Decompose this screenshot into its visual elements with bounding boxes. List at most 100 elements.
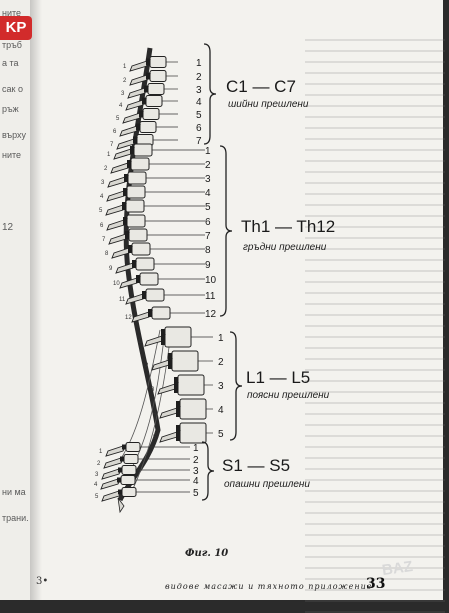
vertebra-number: 2	[205, 160, 211, 171]
vertebra-body	[139, 121, 157, 133]
vertebra-number-left: 7	[102, 237, 106, 243]
left-text-fragment: трани.	[2, 513, 29, 523]
pedicle	[176, 425, 180, 441]
vertebra-number: 7	[205, 231, 211, 242]
left-text-fragment: а та	[2, 58, 19, 68]
vertebra-body	[145, 288, 165, 302]
left-text-fragment: ните	[2, 8, 22, 18]
vertebra-number-left: 3	[101, 180, 105, 186]
vertebra-body	[128, 228, 148, 242]
vertebra-body	[126, 185, 146, 199]
vertebra-number: 5	[193, 488, 199, 499]
running-footer: видове масажи и тяхното приложение	[165, 582, 373, 591]
left-text-fragment: тръб	[2, 40, 22, 50]
pedicle	[142, 97, 146, 105]
pedicle	[133, 136, 137, 144]
vertebra-number-left: 9	[109, 266, 113, 272]
vertebra-body	[142, 108, 160, 120]
vertebra-number-left: 10	[113, 281, 120, 287]
region-braces	[201, 43, 243, 501]
vertebra-number-left: 5	[95, 494, 99, 500]
vertebra-number-left: 3	[121, 91, 125, 97]
cervical-desc-label: шийни прешлени	[228, 99, 309, 110]
thoracic-desc-label: гръдни прешлени	[243, 242, 327, 253]
vertebra-number-left: 2	[123, 78, 127, 84]
sacral-desc-label: опашни прешлени	[224, 479, 310, 490]
vertebra-number-left: 12	[125, 315, 132, 321]
leader-lines	[135, 61, 213, 493]
vertebrae-group	[100, 47, 207, 514]
vertebra-body	[126, 214, 146, 228]
vertebra-number-left: 4	[119, 103, 123, 109]
lumbar-range-label: L1 — L5	[246, 368, 310, 387]
vertebra-body	[120, 475, 136, 485]
vertebra-number: 2	[193, 455, 199, 466]
vertebra-number: 6	[205, 217, 211, 228]
pedicle	[123, 188, 127, 196]
vertebra-body	[135, 257, 155, 271]
pedicle	[132, 260, 136, 268]
vertebra-number: 4	[205, 188, 211, 199]
vertebra-body	[130, 157, 150, 171]
pedicle	[136, 123, 140, 131]
vertebra-body	[133, 143, 153, 157]
left-text-fragment: сак о	[2, 84, 23, 94]
vertebra-number: 9	[205, 260, 211, 271]
vertebra-number: 3	[193, 466, 199, 477]
vertebra-body	[125, 442, 141, 452]
vertebra-body	[177, 374, 205, 396]
vertebra-number-left: 5	[99, 208, 103, 214]
vertebra-number-left: 4	[94, 482, 98, 488]
vertebra-body	[139, 272, 159, 286]
vertebra-number: 8	[205, 245, 211, 256]
pedicle	[122, 444, 126, 450]
figure-caption: Фиг. 10	[185, 548, 229, 559]
vertebra-body	[179, 398, 207, 420]
left-text-fragment: ни ма	[2, 487, 26, 497]
vertebra-number: 4	[193, 476, 199, 487]
vertebra-number: 4	[196, 97, 202, 108]
lumbar-brace	[229, 331, 243, 441]
page-left-mark: 3•	[36, 576, 49, 587]
vertebra-number-left: 7	[110, 142, 114, 148]
vertebra-number: 11	[205, 291, 216, 302]
vertebra-number: 3	[218, 381, 224, 392]
vertebra-number: 1	[193, 443, 199, 454]
vertebra-body	[149, 70, 167, 82]
vertebra-number: 1	[205, 146, 211, 157]
vertebra-body	[127, 171, 147, 185]
vertebra-number: 5	[196, 110, 202, 121]
lumbar-desc-label: поясни прешлени	[247, 390, 330, 401]
left-text-fragment: 12	[2, 222, 14, 233]
coccyx	[117, 497, 125, 514]
vertebra-number-left: 1	[99, 449, 103, 455]
vertebra-body	[131, 242, 151, 256]
sacral-range-label: S1 — S5	[222, 456, 290, 475]
vertebra-number-left: 2	[145, 363, 149, 369]
cervical-range-label: C1 — C7	[226, 77, 296, 96]
vertebra-numbers: 1122334455667711223344556677889910101111…	[94, 58, 224, 500]
vertebra-number: 12	[205, 309, 217, 320]
vertebra-number-left: 5	[116, 116, 120, 122]
vertebra-number-left: 2	[97, 461, 101, 467]
vertebra-number-left: 6	[100, 223, 104, 229]
book-page	[30, 0, 443, 600]
pedicle	[146, 72, 150, 80]
vertebra-number-left: 6	[113, 129, 117, 135]
vertebra-body	[123, 454, 139, 464]
pedicle	[146, 58, 150, 66]
vertebra-number-left: 1	[123, 64, 127, 70]
page-number: 33	[366, 576, 386, 592]
vertebra-number-left: 1	[107, 152, 111, 158]
pedicle	[124, 174, 128, 182]
vertebra-number: 5	[205, 202, 211, 213]
watermark-logo-top: KP	[0, 16, 32, 40]
spine-figure: 1122334455667711223344556677889910101111…	[94, 43, 335, 514]
left-text-fragment: върху	[2, 130, 27, 140]
vertebra-number-left: 4	[153, 411, 157, 417]
pedicle	[139, 110, 143, 118]
vertebra-number: 3	[196, 85, 202, 96]
sacral-brace	[201, 441, 215, 501]
vertebra-number-left: 3	[95, 472, 99, 478]
pedicle	[161, 329, 165, 345]
